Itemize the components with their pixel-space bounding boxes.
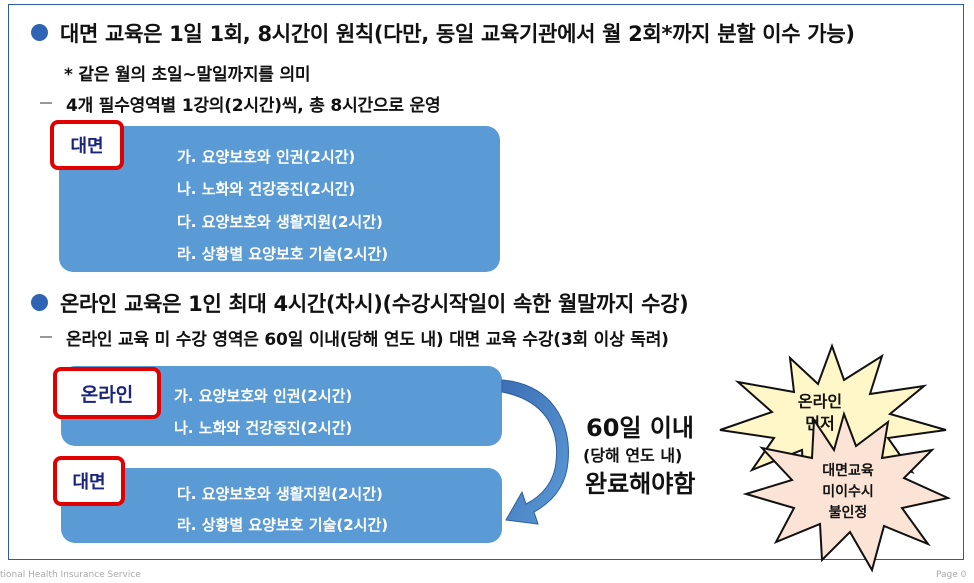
bullet-dot-icon bbox=[31, 24, 48, 41]
list-item: 가. 요양보호와 인권(2시간) bbox=[177, 148, 356, 166]
list-item: 다. 요양보호와 생활지원(2시간) bbox=[177, 213, 383, 231]
list-item: 가. 요양보호와 인권(2시간) bbox=[174, 387, 353, 405]
offline-curriculum-box bbox=[59, 126, 500, 272]
star-pink-line1: 대면교육 bbox=[822, 463, 874, 479]
list-item: 라. 상황별 요양보호 기술(2시간) bbox=[177, 516, 389, 534]
list-item: 나. 노화와 건강증진(2시간) bbox=[177, 180, 356, 198]
list-item: 라. 상황별 요양보호 기술(2시간) bbox=[177, 245, 389, 263]
deadline-line1: 60일 이내 bbox=[586, 414, 694, 442]
online-tag: 온라인 bbox=[53, 367, 161, 419]
section1-note: * 같은 월의 초일~말일까지를 의미 bbox=[64, 65, 311, 85]
deadline-line3: 완료해야함 bbox=[585, 470, 696, 498]
footer-page: Page 0 bbox=[936, 570, 967, 580]
star-pink-line2: 미이수시 bbox=[822, 484, 874, 500]
star-pink-line3: 불인정 bbox=[828, 505, 868, 521]
curved-arrow-icon bbox=[501, 379, 569, 525]
offline-tag: 대면 bbox=[50, 120, 124, 170]
dash-icon bbox=[40, 102, 52, 104]
bullet-dot-icon bbox=[31, 294, 48, 311]
section1-heading: 대면 교육은 1일 1회, 8시간이 원칙(다만, 동일 교육기관에서 월 2회… bbox=[60, 22, 855, 46]
footer-left: tional Health Insurance Service bbox=[0, 570, 141, 580]
section2-heading: 온라인 교육은 1인 최대 4시간(차시)(수강시작일이 속한 월말까지 수강) bbox=[60, 292, 689, 316]
deadline-line2: (당해 연도 내) bbox=[583, 446, 683, 465]
star-yellow-line1: 온라인 bbox=[797, 392, 843, 411]
section1-sub: 4개 필수영역별 1강의(2시간)씩, 총 8시간으로 운영 bbox=[66, 96, 441, 116]
offline-tag-2: 대면 bbox=[53, 456, 125, 506]
section2-sub: 온라인 교육 미 수강 영역은 60일 이내(당해 연도 내) 대면 교육 수강… bbox=[66, 330, 669, 350]
list-item: 다. 요양보호와 생활지원(2시간) bbox=[177, 485, 383, 503]
starburst-pink-icon bbox=[742, 410, 952, 573]
dash-icon bbox=[40, 336, 52, 338]
offline-remaining-box bbox=[61, 468, 502, 543]
list-item: 나. 노화와 건강증진(2시간) bbox=[174, 419, 353, 437]
